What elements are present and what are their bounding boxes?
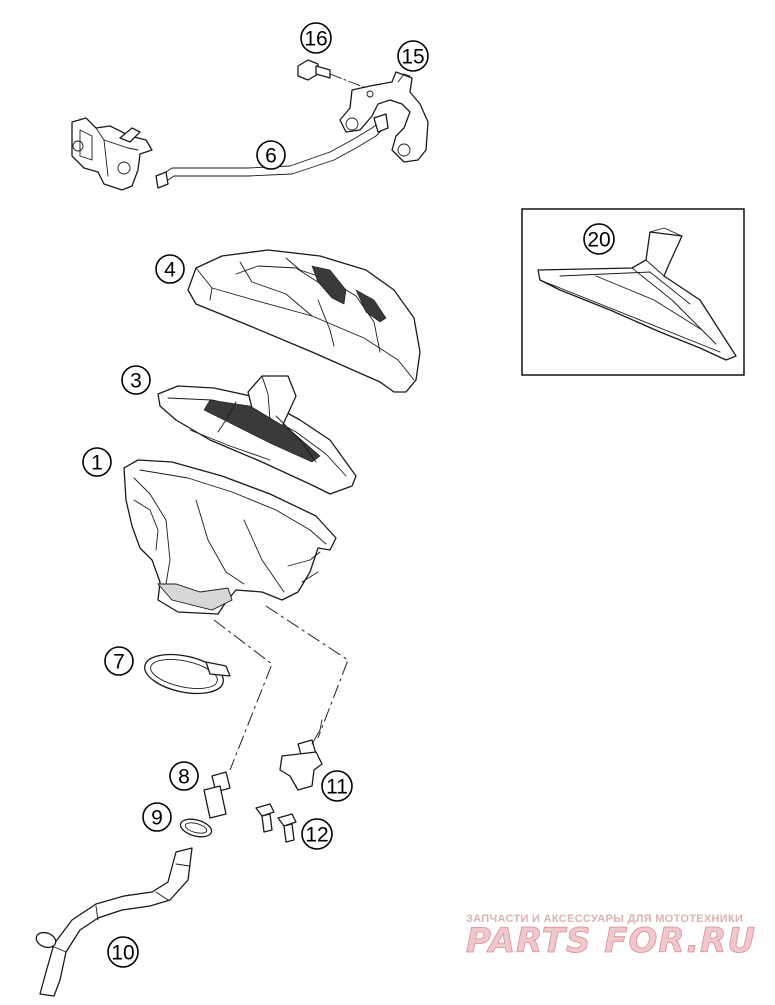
callout-label: 3 (130, 370, 142, 393)
callout-label: 10 (111, 942, 134, 965)
part-3-air-filter (157, 375, 357, 495)
callout-label: 11 (326, 776, 348, 799)
callout-8: 8 (169, 761, 199, 791)
callout-12: 12 (301, 818, 333, 850)
part-6-mount-bracket (71, 117, 153, 191)
watermark-brand: PARTS FOR.RU (466, 921, 756, 961)
callout-20: 20 (583, 223, 615, 255)
leader-1-to-8 (213, 619, 273, 771)
callout-label: 9 (151, 807, 163, 830)
watermark-tagline: ЗАПЧАСТИ И АКСЕССУАРЫ ДЛЯ МОТОТЕХНИКИ (466, 913, 743, 925)
callout-label: 8 (178, 766, 190, 789)
part-1-air-box (123, 459, 337, 615)
part-10-breather-hose (35, 847, 193, 997)
callout-label: 20 (587, 229, 610, 252)
inset-frame (521, 208, 745, 376)
part-8-fitting (203, 771, 231, 819)
part-12-screws (255, 803, 297, 843)
callout-label: 1 (91, 452, 103, 475)
part-15-bracket (339, 71, 429, 163)
callout-15: 15 (397, 40, 429, 72)
callout-3: 3 (121, 365, 151, 395)
watermark: ЗАПЧАСТИ И АКСЕССУАРЫ ДЛЯ МОТОТЕХНИКИ PA… (466, 913, 756, 961)
callout-6: 6 (256, 140, 286, 170)
part-6-rod (155, 113, 389, 189)
callout-1: 1 (82, 447, 112, 477)
callout-label: 6 (265, 145, 277, 168)
part-20-filter-cage (537, 227, 737, 361)
callout-11: 11 (321, 770, 353, 802)
callout-10: 10 (107, 936, 139, 968)
callout-label: 15 (401, 46, 424, 69)
leader-1-to-11 (265, 605, 349, 739)
callout-label: 12 (305, 824, 328, 847)
callout-16: 16 (300, 22, 332, 54)
part-9-small-clamp (179, 818, 213, 838)
callout-9: 9 (142, 802, 172, 832)
part-4-filter-cover (187, 249, 421, 393)
callout-label: 7 (113, 651, 125, 674)
part-7-hose-clamp (144, 653, 231, 695)
part-11-intake-sensor (279, 719, 323, 791)
callout-label: 16 (304, 28, 327, 51)
part-16-screw (297, 59, 367, 89)
callout-label: 4 (164, 259, 176, 282)
callout-4: 4 (155, 254, 185, 284)
callout-7: 7 (104, 646, 134, 676)
